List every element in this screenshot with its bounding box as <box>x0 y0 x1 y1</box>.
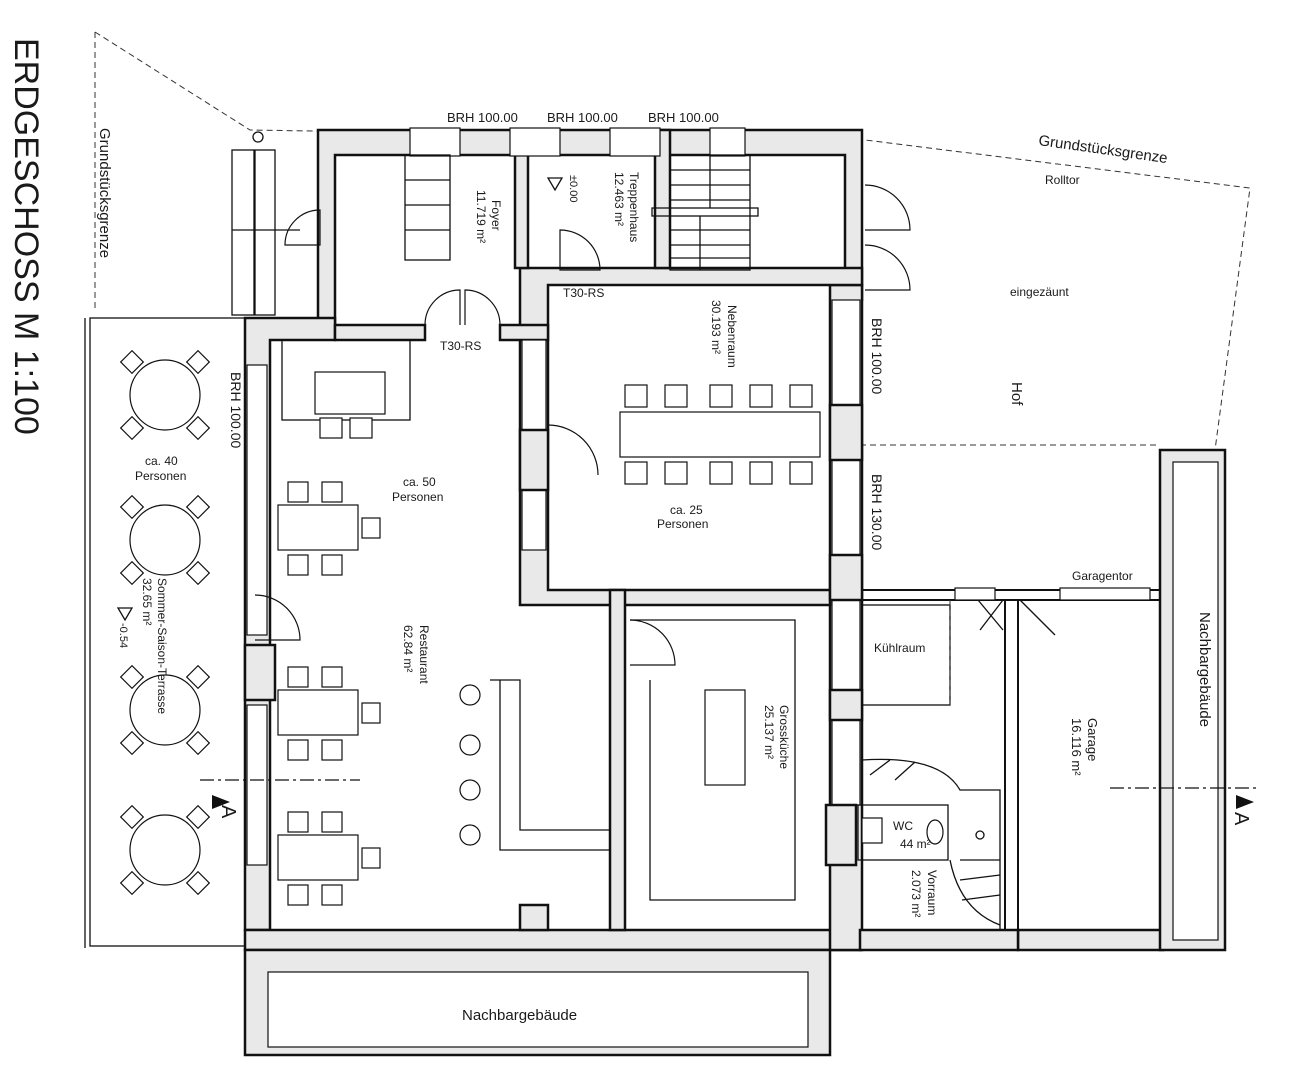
brh-left: BRH 100.00 <box>228 372 244 448</box>
neighbor-bottom-label: Nachbargebäude <box>462 1007 577 1024</box>
staircase <box>651 154 759 271</box>
kuehlraum-label: Kühlraum <box>874 641 925 655</box>
wc-name: WC <box>893 819 913 833</box>
foyer-name: Foyer <box>489 200 503 231</box>
nebenraum-name: Nebenraum <box>725 305 739 368</box>
brh-right-2: BRH 130.00 <box>869 474 885 550</box>
brh-top-2: BRH 100.00 <box>547 110 618 125</box>
terrace-capacity: ca. 40 <box>145 454 178 468</box>
nebenraum-capacity-unit: Personen <box>657 517 708 531</box>
section-label-right: A <box>1230 812 1252 826</box>
eingezaeunt-label: eingezäunt <box>1010 285 1069 299</box>
terrace-tables <box>119 349 211 896</box>
terrace-capacity-unit: Personen <box>135 469 186 483</box>
vorraum-name: Vorraum <box>925 870 939 915</box>
section-label-left: A <box>217 805 239 819</box>
plot-boundary <box>94 31 1251 451</box>
plan-title: ERDGESCHOSS M 1:100 <box>7 38 45 435</box>
level-foyer: ±0.00 <box>567 175 579 202</box>
restaurant-name: Restaurant <box>417 625 431 684</box>
restaurant-tables <box>277 481 381 906</box>
nebenraum-capacity: ca. 25 <box>670 503 703 517</box>
garagentor-label: Garagentor <box>1072 569 1133 583</box>
stair-name: Treppenhaus <box>627 172 641 242</box>
kitchen-name: Grossküche <box>777 705 791 769</box>
kitchen-area: 25.137 m² <box>762 705 776 759</box>
brh-top-3: BRH 100.00 <box>648 110 719 125</box>
terrace-area: 32.65 m² <box>140 578 154 625</box>
vorraum-area: 2.073 m² <box>909 870 923 917</box>
neighbor-right-label: Nachbargebäude <box>1196 612 1213 727</box>
nebenraum-area: 30.193 m² <box>709 300 723 354</box>
brh-right-1: BRH 100.00 <box>869 318 885 394</box>
brh-top-1: BRH 100.00 <box>447 110 518 125</box>
nebenraum-table <box>619 384 821 485</box>
restaurant-capacity: ca. 50 <box>403 475 436 489</box>
wc-area: 44 m² <box>900 837 931 851</box>
restaurant-area: 62.84 m² <box>401 625 415 672</box>
garage-area: 16.116 m² <box>1069 718 1084 776</box>
boundary-left-label: Grundstücksgrenze <box>96 128 113 258</box>
terrace-name: Sommer-Saison-Terrasse <box>155 578 169 714</box>
level-terrace: -0.54 <box>117 623 129 648</box>
hof-label: Hof <box>1008 382 1025 406</box>
restaurant-capacity-unit: Personen <box>392 490 443 504</box>
garage-name: Garage <box>1085 718 1100 761</box>
rolltor-label: Rolltor <box>1045 173 1080 187</box>
t30-label-1: T30-RS <box>440 339 481 353</box>
foyer-area: 11.719 m² <box>474 190 488 243</box>
boundary-top-label: Grundstücksgrenze <box>1037 132 1168 167</box>
stair-area: 12.463 m² <box>612 172 626 226</box>
t30-label-2: T30-RS <box>563 286 604 300</box>
